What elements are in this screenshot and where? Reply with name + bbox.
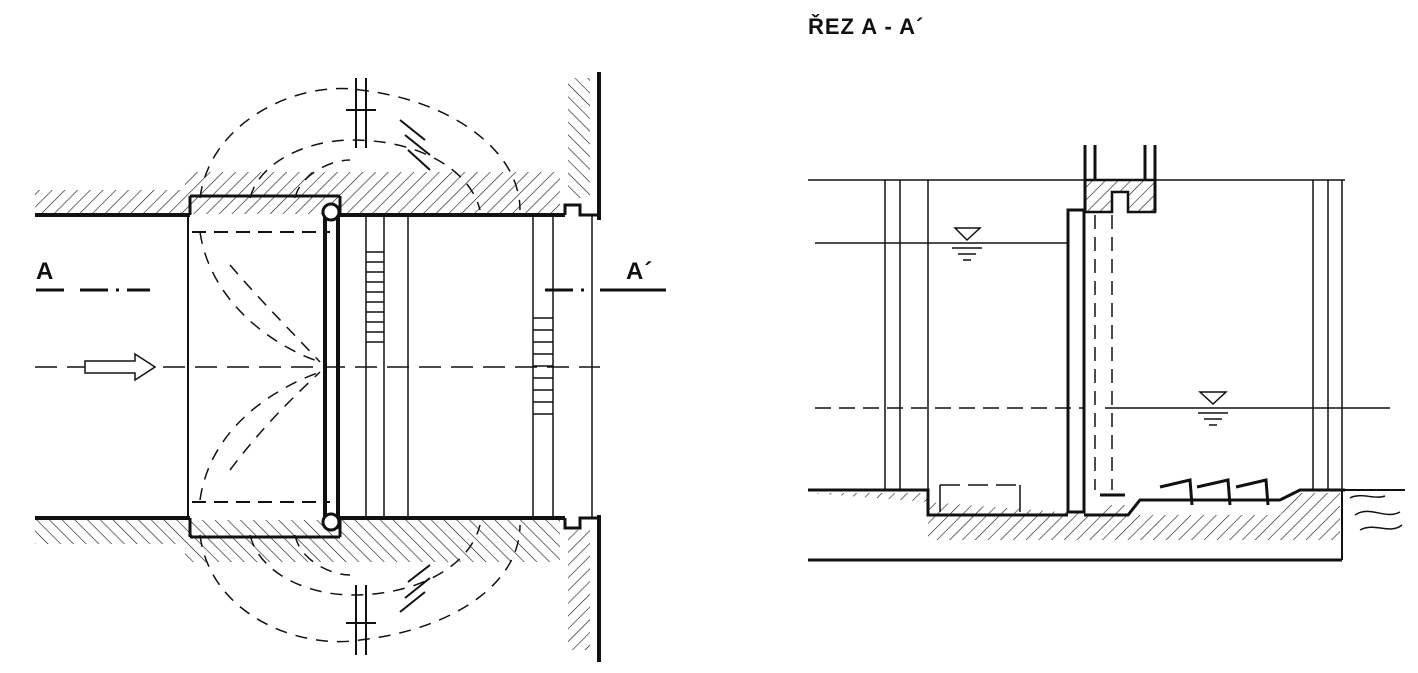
- water-level-icon: [953, 227, 982, 242]
- section-label-start: A: [36, 258, 55, 285]
- section-label-end: A´: [626, 258, 654, 285]
- floor-section: [808, 478, 1405, 562]
- section-view: [808, 145, 1405, 562]
- plan-view: [35, 72, 666, 662]
- swing-arcs: [199, 87, 521, 643]
- culvert-top: [346, 78, 431, 171]
- section-title: ŘEZ A - A´: [808, 14, 925, 39]
- water-level-icon-2: [1198, 391, 1228, 406]
- flow-arrow-icon: [84, 352, 157, 382]
- upper-wall-hatch: [35, 72, 601, 220]
- gate-section: [1066, 145, 1157, 514]
- culvert-bottom: [346, 564, 431, 655]
- lower-wall-hatch: [35, 515, 601, 662]
